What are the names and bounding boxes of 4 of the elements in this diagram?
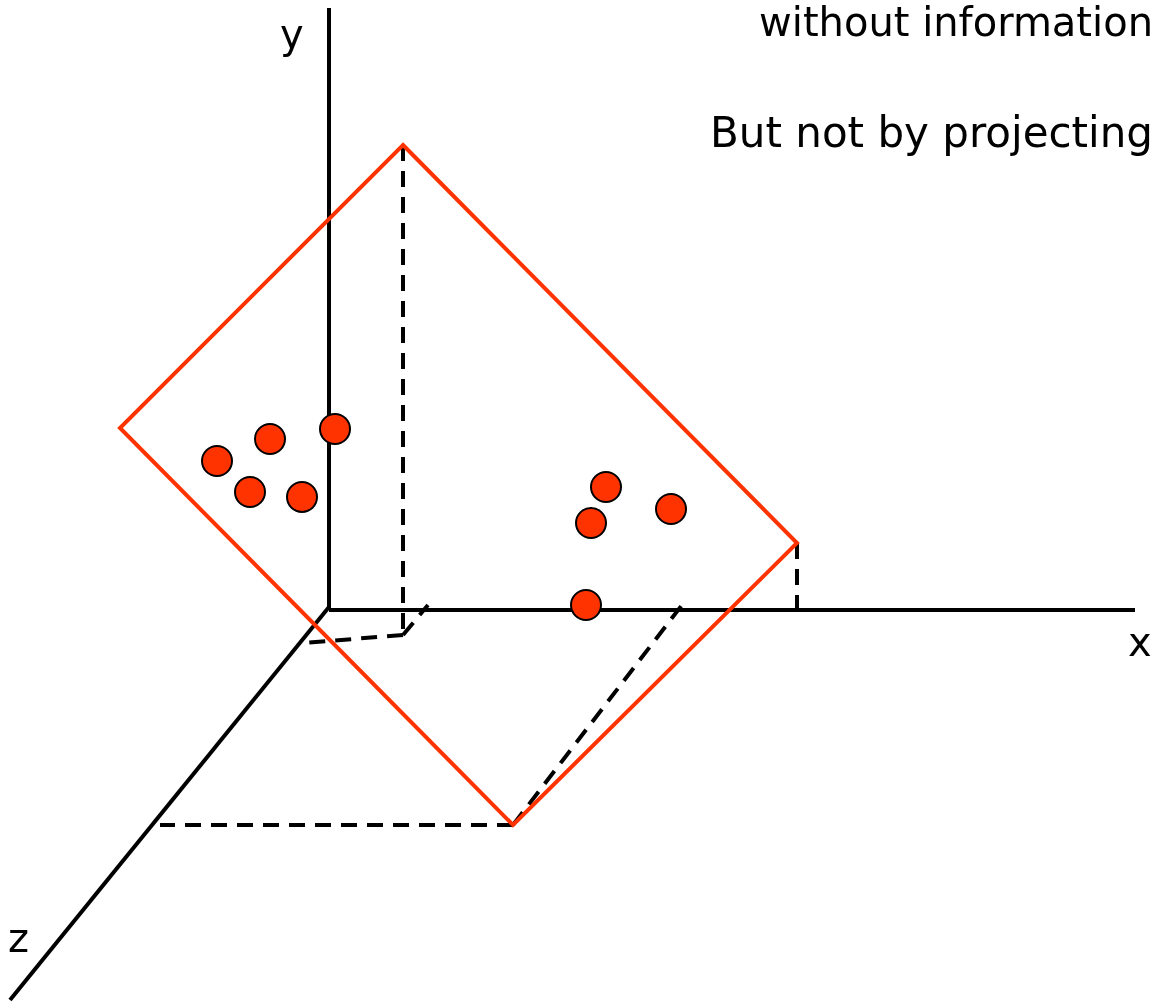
axis-label: z (8, 918, 29, 958)
note-text: without information (759, 2, 1153, 42)
note-text: But not by projecting (710, 112, 1153, 154)
axis-label: x (1128, 622, 1152, 662)
